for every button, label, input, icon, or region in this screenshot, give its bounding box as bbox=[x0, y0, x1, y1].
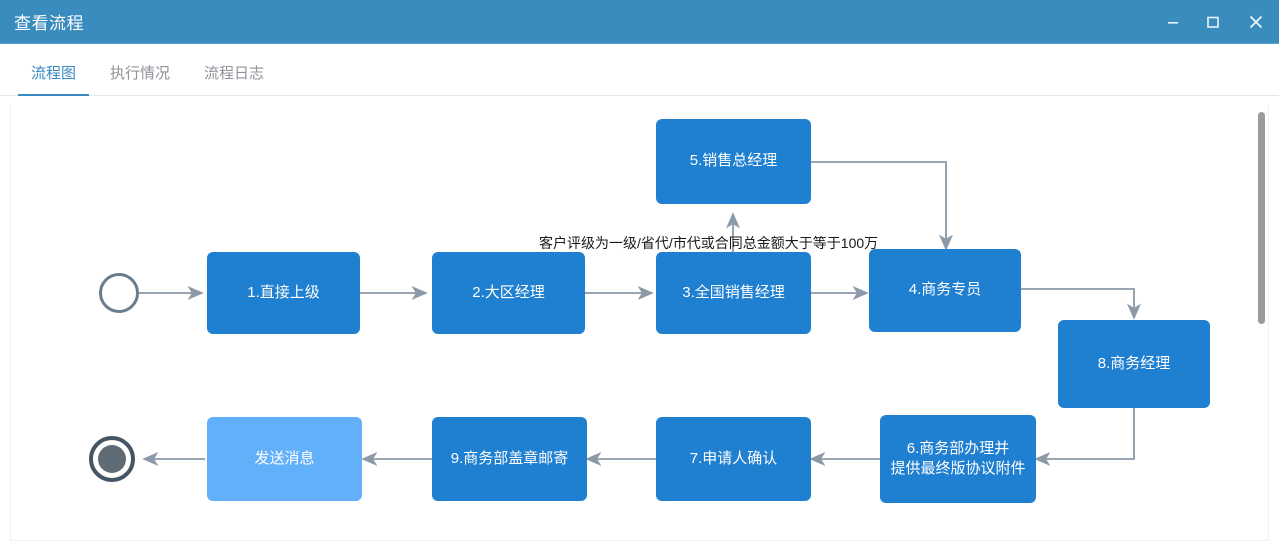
task-node-8[interactable]: 8.商务经理 bbox=[1058, 320, 1210, 408]
task-node-9[interactable]: 9.商务部盖章邮寄 bbox=[432, 417, 587, 501]
diagram-connectors bbox=[139, 161, 1142, 467]
window-controls bbox=[1153, 0, 1279, 44]
task-node-1-label: 1.直接上级 bbox=[247, 283, 320, 301]
task-node-4-label: 4.商务专员 bbox=[908, 281, 982, 299]
end-event-core bbox=[98, 445, 126, 473]
title-bar: 查看流程 bbox=[0, 0, 1279, 44]
tab-process-log[interactable]: 流程日志 bbox=[204, 65, 265, 82]
vertical-scrollbar-thumb[interactable] bbox=[1258, 112, 1265, 324]
task-node-6-label: 6.商务部办理并 提供最终版协议附件 bbox=[890, 439, 1026, 477]
task-node-7-label: 7.申请人确认 bbox=[689, 449, 778, 467]
tab-flow-chart[interactable]: 流程图 bbox=[18, 62, 90, 96]
task-node-6[interactable]: 6.商务部办理并 提供最终版协议附件 bbox=[880, 415, 1036, 503]
task-node-2-label: 2.大区经理 bbox=[472, 283, 545, 301]
tab-execution-status[interactable]: 执行情况 bbox=[110, 65, 171, 82]
task-node-9-label: 9.商务部盖章邮寄 bbox=[450, 449, 569, 467]
close-icon[interactable] bbox=[1233, 0, 1279, 44]
start-event[interactable] bbox=[99, 273, 139, 313]
task-node-send-message[interactable]: 发送消息 bbox=[207, 417, 362, 501]
end-event[interactable] bbox=[89, 436, 135, 482]
maximize-icon[interactable] bbox=[1193, 0, 1233, 44]
task-node-4[interactable]: 4.商务专员 bbox=[869, 249, 1021, 332]
task-node-7[interactable]: 7.申请人确认 bbox=[656, 417, 811, 501]
task-node-3[interactable]: 3.全国销售经理 bbox=[656, 252, 811, 334]
task-node-send-message-label: 发送消息 bbox=[254, 449, 315, 467]
task-node-1[interactable]: 1.直接上级 bbox=[207, 252, 360, 334]
task-node-3-label: 3.全国销售经理 bbox=[682, 283, 785, 301]
vertical-scrollbar-track[interactable] bbox=[1258, 112, 1265, 537]
page-title: 查看流程 bbox=[14, 14, 84, 33]
tab-bar: 流程图 执行情况 流程日志 bbox=[0, 44, 1279, 96]
task-node-8-label: 8.商务经理 bbox=[1097, 354, 1171, 372]
task-node-2[interactable]: 2.大区经理 bbox=[432, 252, 585, 334]
edge-condition-label: 客户评级为一级/省代/市代或合同总金额大于等于100万 bbox=[539, 235, 879, 251]
flow-diagram-canvas[interactable]: 1.直接上级 2.大区经理 3.全国销售经理 5.销售总经理 4.商务专员 8.… bbox=[10, 104, 1269, 541]
task-node-5[interactable]: 5.销售总经理 bbox=[656, 119, 811, 204]
diagram-surface: 1.直接上级 2.大区经理 3.全国销售经理 5.销售总经理 4.商务专员 8.… bbox=[11, 104, 1268, 540]
minimize-icon[interactable] bbox=[1153, 0, 1193, 44]
task-node-5-label: 5.销售总经理 bbox=[689, 152, 778, 170]
